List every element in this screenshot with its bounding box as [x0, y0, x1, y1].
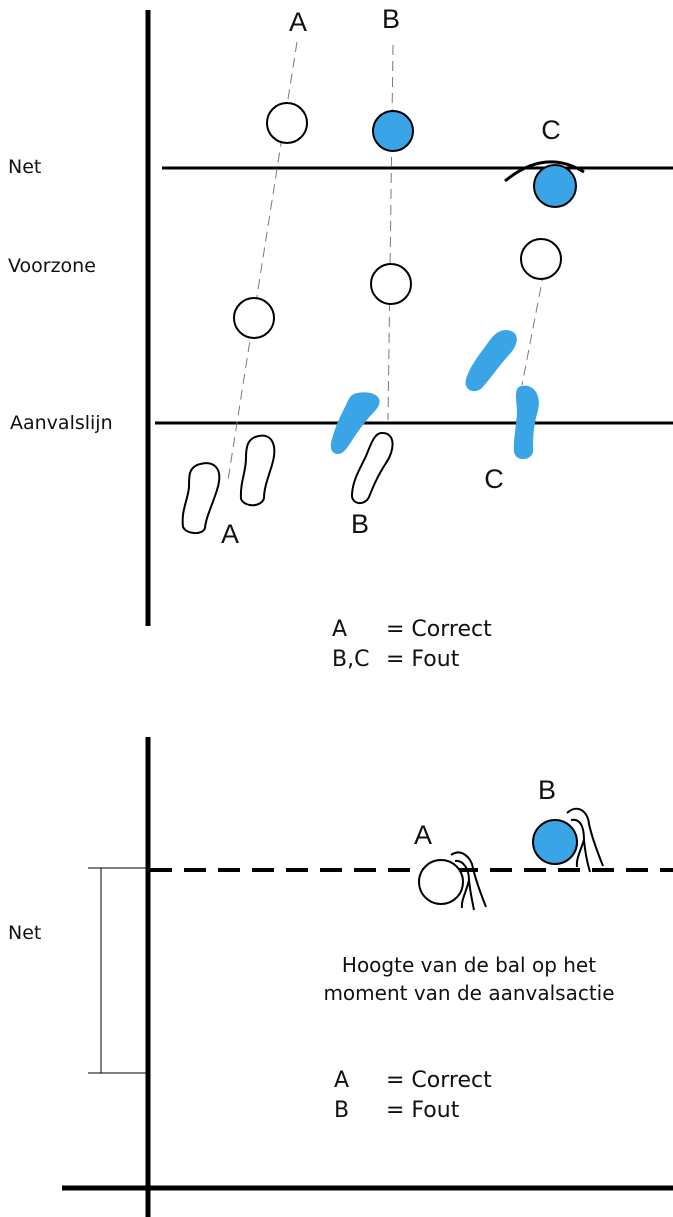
- ball-a-high: [266, 102, 308, 144]
- ball-label-b: B: [382, 4, 400, 34]
- ball-label-a-bottom: A: [414, 820, 432, 850]
- aanvalslijn-label: Aanvalslijn: [10, 412, 113, 434]
- legend-key: A: [332, 617, 347, 642]
- bottom-diagram: Net A B Hoogte van de bal op het moment …: [8, 737, 673, 1217]
- net-label-bottom: Net: [8, 922, 41, 944]
- voorzone-label: Voorzone: [8, 255, 96, 277]
- ball-b-bottom: [532, 819, 578, 865]
- footprint-a-right: [239, 434, 276, 507]
- ball-c-low: [520, 238, 562, 280]
- hand-arc-c: [504, 160, 585, 183]
- ball-c-net: [533, 164, 577, 208]
- ball-a-low: [233, 297, 275, 339]
- footprint-c-back: [513, 385, 539, 460]
- legend-key: A: [334, 1068, 349, 1093]
- top-diagram: Net Voorzone Aanvalslijn A B C A B C: [8, 4, 673, 672]
- net-height-bracket: [88, 867, 148, 1074]
- hand-a-icon: [450, 851, 487, 911]
- net-label: Net: [8, 156, 41, 178]
- ball-b-low: [370, 263, 412, 305]
- legend-key: B,C: [332, 647, 369, 672]
- ball-label-a: A: [289, 7, 307, 37]
- footprint-c-front: [465, 330, 517, 392]
- trajectory-b: [387, 44, 394, 421]
- height-caption-line-1: Hoogte van de bal op het: [342, 953, 596, 977]
- footprint-b-white: [351, 431, 394, 504]
- foot-label-c: C: [484, 464, 504, 494]
- footprint-b-blue: [330, 392, 380, 455]
- bottom-legend: A = Correct B = Fout: [334, 1068, 492, 1123]
- ball-a-bottom: [418, 859, 464, 905]
- legend-text: = Fout: [386, 1098, 460, 1123]
- ball-label-b-bottom: B: [538, 775, 556, 805]
- foot-label-b: B: [351, 509, 369, 539]
- ball-b-high: [372, 110, 414, 152]
- hand-b-icon: [566, 807, 604, 873]
- top-legend: A = Correct B,C = Fout: [332, 617, 492, 672]
- height-caption-line-2: moment van de aanvalsactie: [323, 981, 614, 1005]
- foot-label-a: A: [221, 519, 239, 549]
- footprint-a-left: [181, 462, 221, 535]
- ball-label-c: C: [541, 115, 561, 145]
- legend-text: = Correct: [386, 617, 492, 642]
- legend-text: = Correct: [386, 1068, 492, 1093]
- legend-text: = Fout: [386, 647, 460, 672]
- legend-key: B: [334, 1098, 349, 1123]
